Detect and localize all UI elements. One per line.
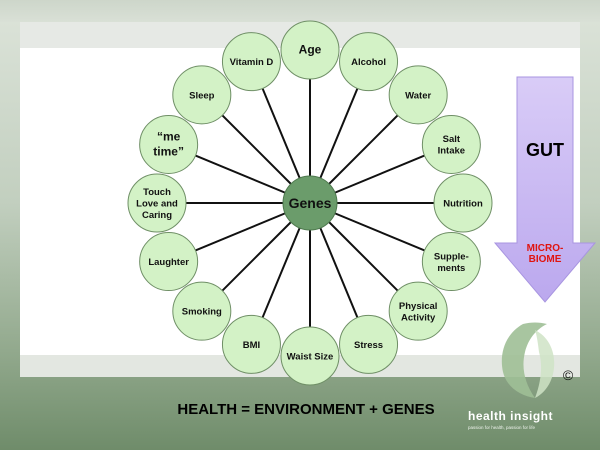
brand-tagline: passion for health, passion for life bbox=[468, 425, 536, 430]
diagram-node bbox=[221, 314, 281, 374]
diagram-node-label: BMI bbox=[243, 340, 260, 351]
diagram-node bbox=[172, 281, 232, 341]
diagram-node bbox=[388, 281, 448, 341]
diagram-node bbox=[421, 232, 481, 292]
diagram-node-label: Age bbox=[299, 43, 322, 57]
diagram-node bbox=[421, 114, 481, 174]
health-formula: HEALTH = ENVIRONMENT + GENES bbox=[177, 401, 435, 418]
diagram-node-label: Smoking bbox=[182, 307, 222, 318]
diagram-node bbox=[433, 173, 493, 233]
diagram-node-label: Alcohol bbox=[351, 57, 386, 68]
center-node bbox=[282, 175, 338, 231]
diagram-node bbox=[172, 65, 232, 125]
gut-label: GUT bbox=[526, 140, 564, 160]
microbiome-label: MICRO-BIOME bbox=[505, 243, 585, 265]
diagram-node-label: Nutrition bbox=[443, 199, 483, 210]
diagram-node-label: Supple-ments bbox=[434, 251, 469, 274]
copyright-symbol: © bbox=[562, 367, 574, 383]
diagram-node-label: Waist Size bbox=[287, 352, 334, 363]
brand-name: health insight bbox=[468, 409, 553, 423]
diagram-node-label: Vitamin D bbox=[230, 57, 274, 68]
microbiome-label-line: MICRO- bbox=[526, 243, 564, 254]
diagram-node bbox=[280, 326, 340, 386]
center-node-label: Genes bbox=[289, 195, 332, 211]
diagram-node-label: Sleep bbox=[189, 90, 215, 101]
diagram-node bbox=[339, 314, 399, 374]
top-band bbox=[0, 0, 600, 22]
diagram-node bbox=[127, 173, 187, 233]
microbiome-label-line: BIOME bbox=[528, 254, 562, 265]
diagram-node bbox=[388, 65, 448, 125]
diagram-node bbox=[139, 232, 199, 292]
leaf-logo-icon bbox=[501, 322, 555, 398]
diagram-node bbox=[280, 20, 340, 80]
diagram-node bbox=[221, 32, 281, 92]
diagram-node-label: Laughter bbox=[148, 257, 189, 268]
diagram-node-label: Water bbox=[405, 90, 431, 101]
diagram-node bbox=[139, 114, 199, 174]
diagram-center: Genes bbox=[282, 175, 338, 231]
diagram-node-label: Stress bbox=[354, 340, 383, 351]
diagram-node bbox=[339, 32, 399, 92]
